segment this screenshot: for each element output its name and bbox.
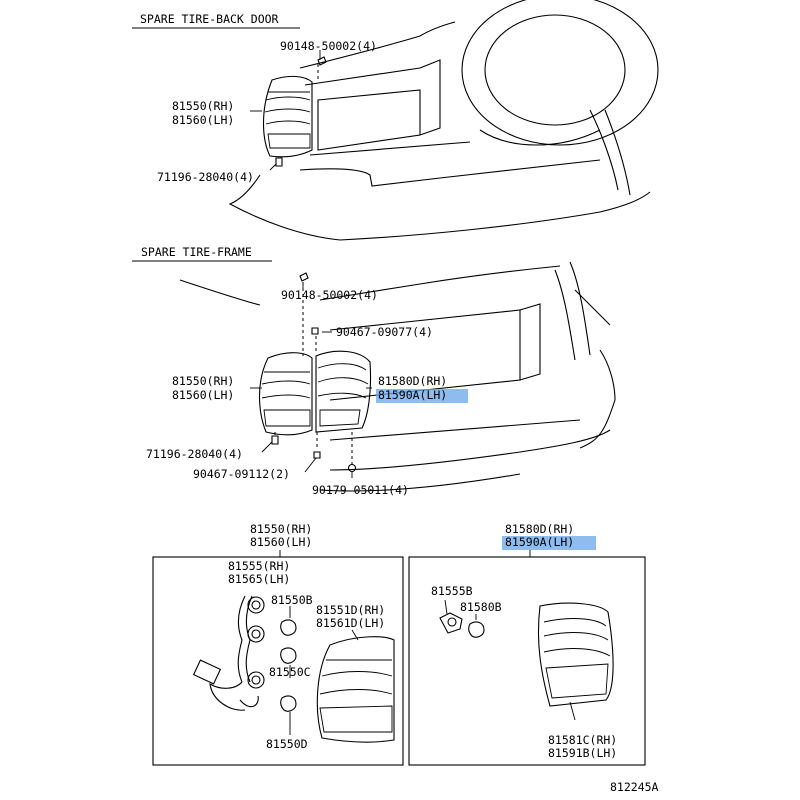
nut-icon xyxy=(347,463,357,473)
section-title-frame: SPARE TIRE-FRAME xyxy=(141,245,252,259)
label-lamp-lh-frame: 81560(LH) xyxy=(172,388,234,402)
highlight-box-right-lh xyxy=(502,536,596,550)
label-clip-frame: 71196-28040(4) xyxy=(146,447,243,461)
label-nut-frame-1: 90467-09077(4) xyxy=(336,325,433,339)
label-lamp-lh-top: 81560(LH) xyxy=(172,113,234,127)
bulbs-left xyxy=(280,619,297,712)
screw-icon xyxy=(317,56,327,66)
bulb-icon xyxy=(468,621,485,638)
nut-icon xyxy=(311,327,319,335)
label-lens-lh: 81561D(LH) xyxy=(316,616,385,630)
label-box-left-rh: 81550(RH) xyxy=(250,522,312,536)
label-lamp-rh-top: 81550(RH) xyxy=(172,99,234,113)
label-bulb-b: 81550B xyxy=(271,593,313,607)
label-inner-rh-frame: 81580D(RH) xyxy=(378,374,447,388)
label-box-right-lh: 81590A(LH) xyxy=(505,535,574,549)
label-bulb-d: 81550D xyxy=(266,737,308,751)
lens-right xyxy=(537,602,614,707)
label-socket-lh: 81565(LH) xyxy=(228,572,290,586)
label-box-left-lh: 81560(LH) xyxy=(250,535,312,549)
label-screw-top: 90148-50002(4) xyxy=(280,39,377,53)
label-bulb-right: 81580B xyxy=(460,600,502,614)
label-bulb-c: 81550C xyxy=(269,665,311,679)
box-frame xyxy=(152,556,404,766)
detail-box-right: 81580D(RH) 81590A(LH) 81555B 81580B 8158… xyxy=(408,522,646,766)
highlight-inner-lh-frame xyxy=(376,389,468,403)
clip-icon xyxy=(275,157,283,167)
section-frame: SPARE TIRE-FRAME xyxy=(132,245,616,497)
bulb-icon xyxy=(280,647,297,664)
socket-harness xyxy=(192,595,265,711)
label-lens-right-rh: 81581C(RH) xyxy=(548,733,617,747)
tail-lamp-frame-left xyxy=(259,352,313,436)
figure-code: 812245A xyxy=(610,780,659,794)
label-clip-top: 71196-28040(4) xyxy=(157,170,254,184)
vehicle-body-outline xyxy=(228,0,659,241)
socket-right xyxy=(439,599,463,634)
bulb-icon xyxy=(280,619,297,636)
label-socket-b: 81555B xyxy=(431,584,473,598)
label-inner-lh-frame: 81590A(LH) xyxy=(378,388,447,402)
bulb-icon xyxy=(280,695,297,712)
nut-icon xyxy=(313,451,321,459)
box-frame xyxy=(408,556,646,766)
lens-left xyxy=(316,636,395,743)
label-nut-frame-3: 90179-05011(4) xyxy=(312,483,409,497)
label-lens-rh: 81551D(RH) xyxy=(316,603,385,617)
label-lamp-rh-frame: 81550(RH) xyxy=(172,374,234,388)
tail-lamp-top xyxy=(263,75,313,158)
label-lens-right-lh: 81591B(LH) xyxy=(548,746,617,760)
label-nut-frame-2: 90467-09112(2) xyxy=(193,467,290,481)
label-screw-frame: 90148-50002(4) xyxy=(281,288,378,302)
tail-lamp-frame-inner xyxy=(315,350,372,433)
clip-icon xyxy=(271,435,279,445)
label-box-right-rh: 81580D(RH) xyxy=(505,522,574,536)
label-socket-rh: 81555(RH) xyxy=(228,559,290,573)
section-back-door: SPARE TIRE-BACK DOOR xyxy=(132,0,659,241)
section-title-back-door: SPARE TIRE-BACK DOOR xyxy=(140,12,279,26)
screw-icon xyxy=(299,272,309,282)
detail-box-left: 81550(RH) 81560(LH) 81555(RH) 81565(LH) xyxy=(152,522,404,766)
